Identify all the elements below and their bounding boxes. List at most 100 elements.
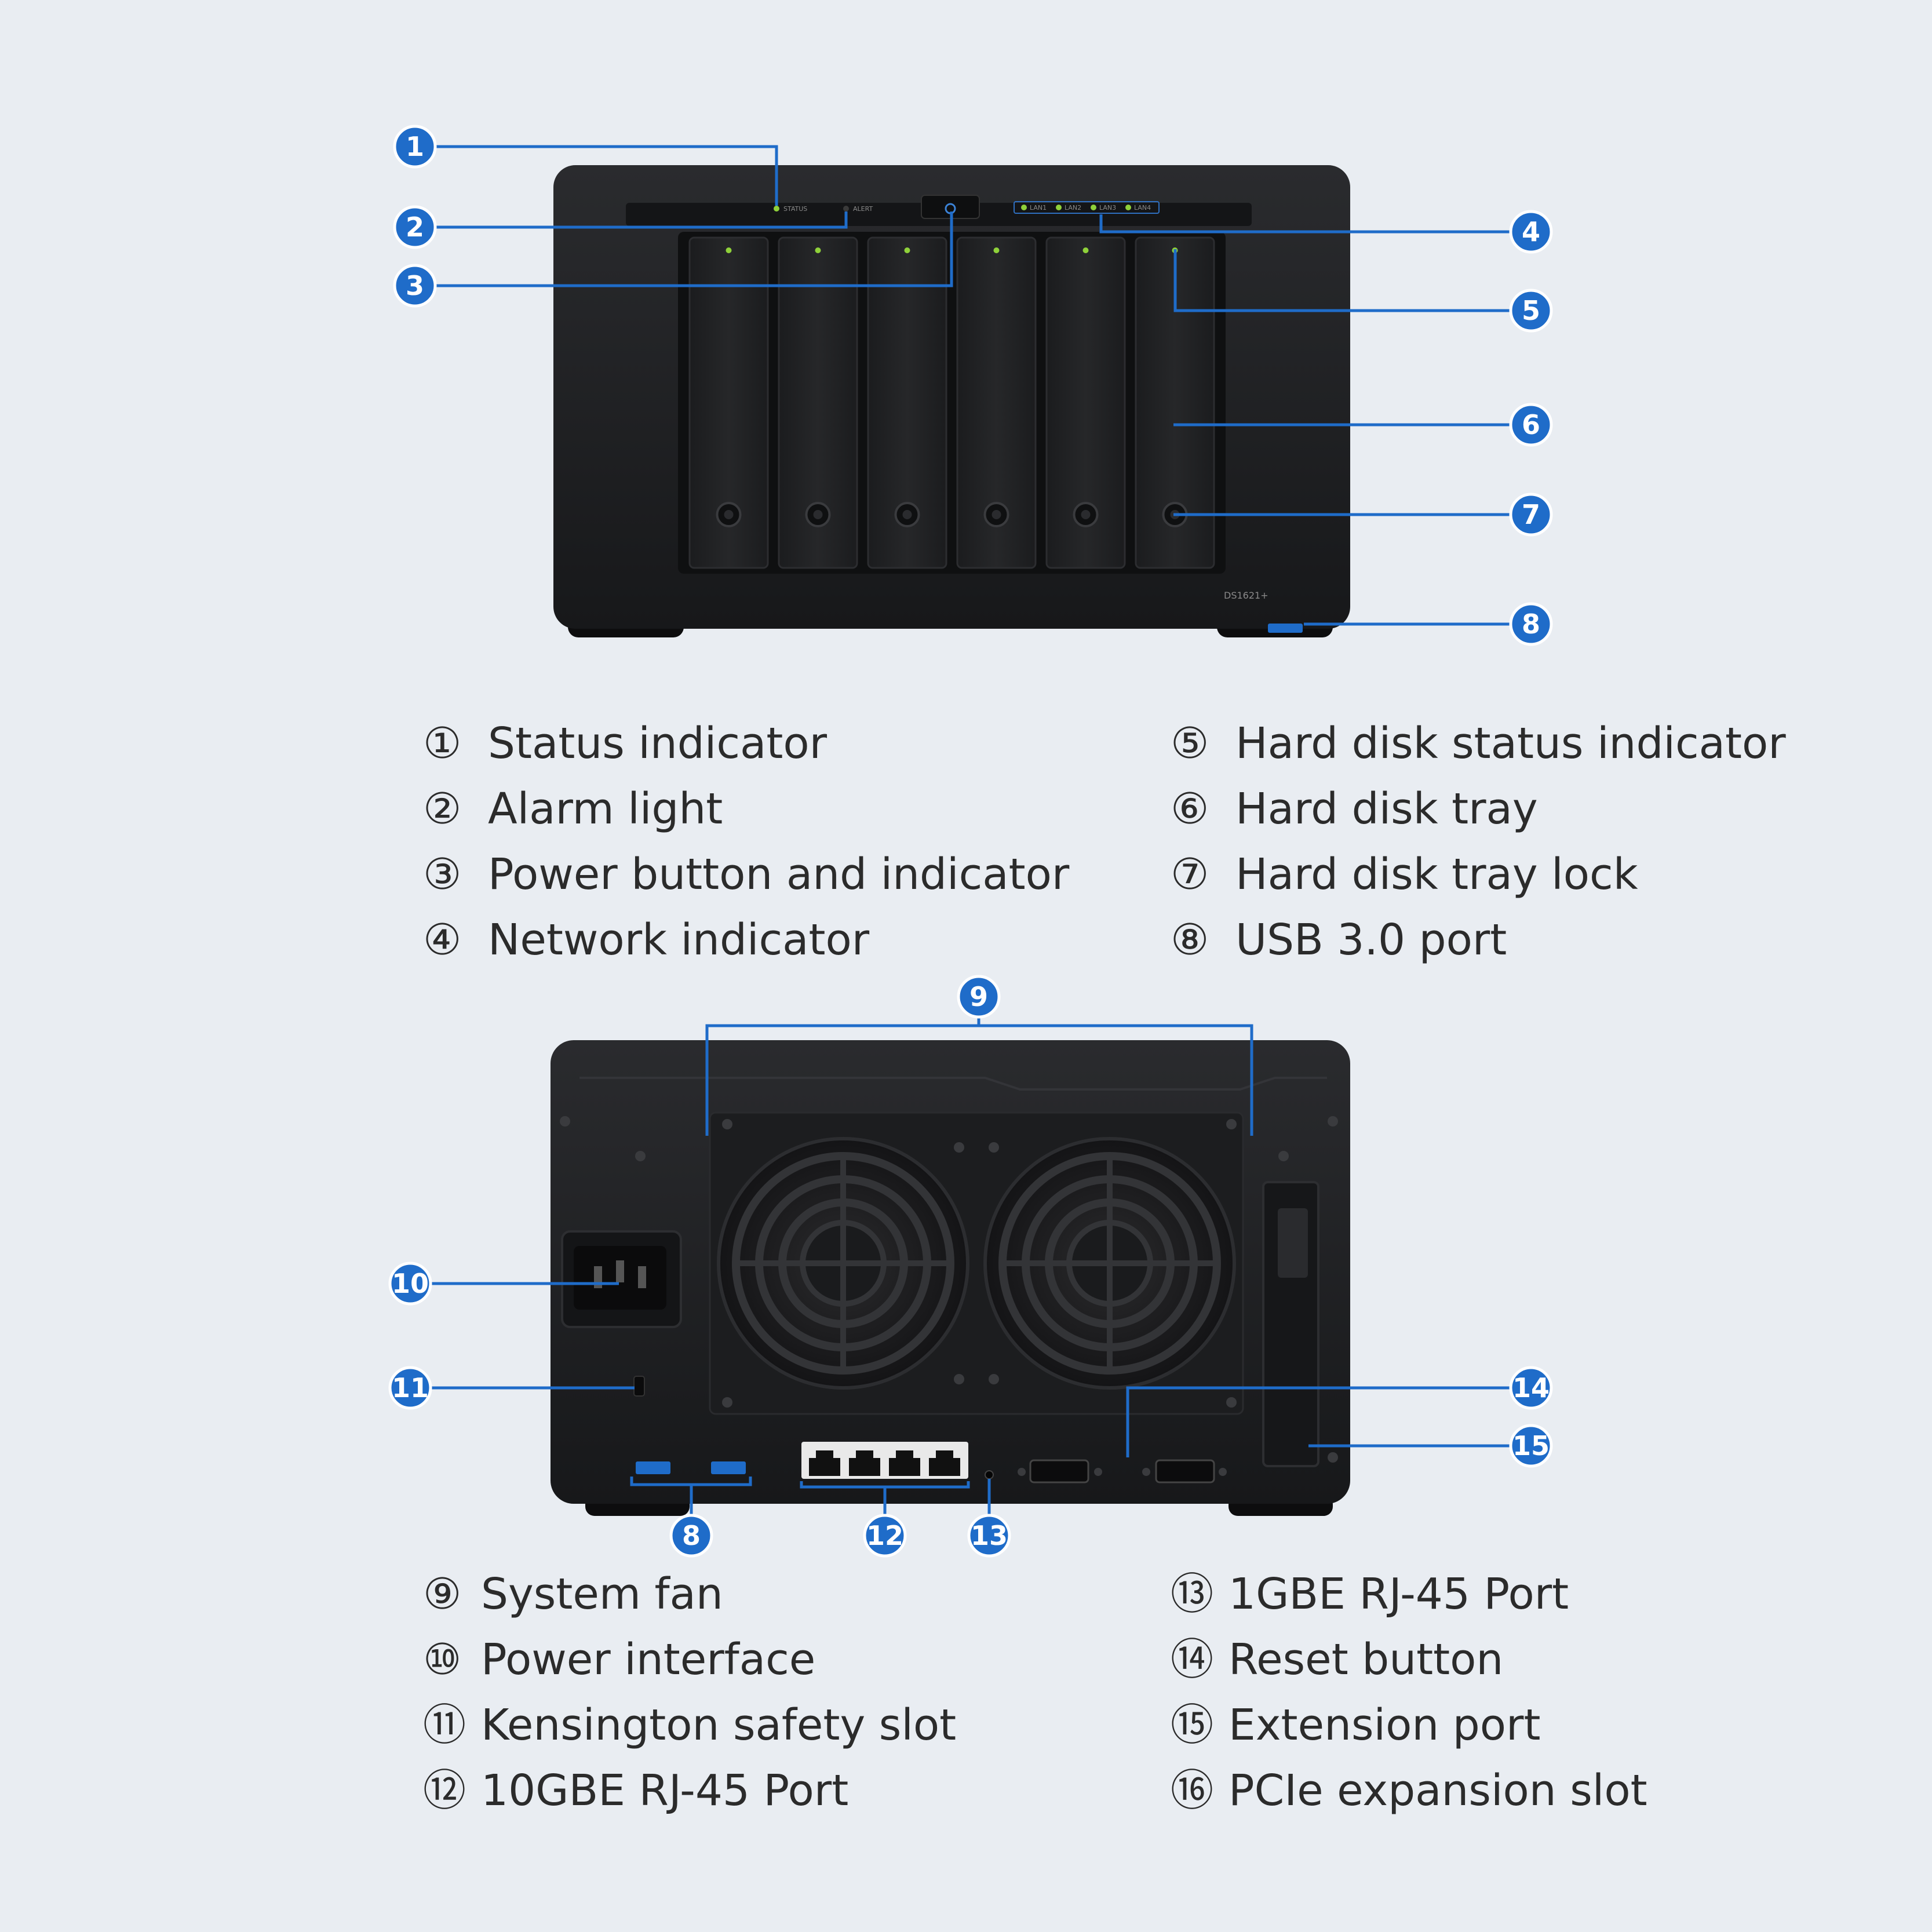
callout-number: 13 [971, 1520, 1008, 1551]
model-label: DS1621+ [1224, 590, 1268, 601]
reset-button[interactable] [985, 1471, 993, 1479]
pcie-latch[interactable] [1278, 1208, 1308, 1278]
callout-number: 10 [392, 1268, 429, 1299]
legend-number: ⑨ [423, 1573, 481, 1616]
keyhole-icon [724, 510, 734, 519]
extension-port-2[interactable] [1156, 1460, 1214, 1482]
legend-label: Reset button [1229, 1638, 1503, 1681]
legend-label: Hard disk status indicator [1235, 722, 1786, 765]
legend-item: ⑨System fan [423, 1561, 956, 1627]
callout-marker-2: 2 [395, 207, 435, 247]
legend-number: ⑪ [423, 1704, 481, 1747]
led-label-lan3: LAN3 [1099, 204, 1116, 212]
callout-number: 4 [1522, 216, 1540, 247]
callout-number: 8 [682, 1520, 701, 1551]
disk-status-led-icon [726, 247, 732, 253]
callout-number: 6 [1522, 409, 1540, 440]
legend-label: Network indicator [488, 918, 869, 961]
disk-status-led-icon [1083, 247, 1089, 253]
callout-marker-7: 7 [1511, 494, 1551, 535]
legend-label: Extension port [1229, 1704, 1541, 1747]
legend-label: 10GBE RJ-45 Port [481, 1769, 848, 1812]
legend-label: Power button and indicator [488, 853, 1069, 896]
nas-rear-view [551, 1040, 1350, 1516]
legend-number: ⑥ [1171, 788, 1235, 830]
lan2-led-icon [1056, 205, 1062, 210]
legend-item: ③Power button and indicator [423, 841, 1069, 907]
power-pin-center [616, 1260, 624, 1282]
legend-number: ⑫ [423, 1769, 481, 1812]
led-label-status: STATUS [783, 205, 807, 213]
legend-label: Status indicator [488, 722, 827, 765]
callout-marker-8: 8 [671, 1515, 712, 1556]
callout-number: 11 [392, 1372, 429, 1404]
callout-number: 9 [969, 981, 988, 1012]
callout-marker-8: 8 [1511, 604, 1551, 644]
legend-item: ⑧USB 3.0 port [1171, 907, 1786, 972]
keyhole-icon [1081, 510, 1091, 519]
callout-marker-6: 6 [1511, 404, 1551, 445]
legend-number: ⑬ [1171, 1573, 1229, 1616]
callout-number: 7 [1522, 499, 1540, 530]
callout-number: 1 [406, 131, 424, 162]
callout-marker-9: 9 [958, 976, 999, 1017]
callout-marker-3: 3 [395, 265, 435, 306]
system-fan-right [985, 1139, 1234, 1388]
led-label-lan2: LAN2 [1065, 204, 1081, 212]
legend-item: ①Status indicator [423, 710, 1069, 776]
status-led-icon [774, 206, 779, 212]
disk-status-led-icon [815, 247, 821, 253]
legend-label: USB 3.0 port [1235, 918, 1507, 961]
legend-label: Power interface [481, 1638, 815, 1681]
keyhole-icon [814, 510, 823, 519]
callout-number: 2 [406, 212, 424, 243]
legend-label: Hard disk tray lock [1235, 853, 1638, 896]
extension-port-1[interactable] [1030, 1460, 1088, 1482]
legend-rear-left: ⑨System fan ⑩Power interface ⑪Kensington… [423, 1561, 956, 1823]
rear-usb-port-2[interactable] [711, 1461, 746, 1474]
disk-status-led-icon [905, 247, 910, 253]
keyhole-icon [992, 510, 1001, 519]
front-usb-port[interactable] [1268, 624, 1303, 633]
disk-status-led-icon [994, 247, 1000, 253]
callout-marker-10: 10 [390, 1263, 431, 1304]
rear-usb-port-1[interactable] [636, 1461, 670, 1474]
alarm-led-icon [843, 206, 849, 212]
legend-label: 1GBE RJ-45 Port [1229, 1573, 1569, 1616]
callout-marker-15: 15 [1511, 1426, 1551, 1466]
callout-number: 8 [1522, 608, 1540, 640]
legend-number: ② [423, 788, 488, 830]
callout-marker-11: 11 [390, 1368, 431, 1408]
lan1-led-icon [1021, 205, 1027, 210]
legend-front-right: ⑤Hard disk status indicator ⑥Hard disk t… [1171, 710, 1786, 972]
legend-number: ① [423, 722, 488, 765]
legend-rear-right: ⑬1GBE RJ-45 Port ⑭Reset button ⑮Extensio… [1171, 1561, 1647, 1823]
power-pin-right [638, 1266, 646, 1288]
keyhole-icon [903, 510, 912, 519]
legend-number: ③ [423, 853, 488, 896]
led-label-alert: ALERT [853, 205, 873, 213]
callout-marker-1: 1 [395, 126, 435, 167]
callout-number: 12 [866, 1520, 903, 1551]
legend-number: ⑯ [1171, 1769, 1229, 1812]
legend-number: ⑦ [1171, 853, 1235, 896]
kensington-slot[interactable] [634, 1376, 644, 1396]
legend-label: PCIe expansion slot [1229, 1769, 1647, 1812]
legend-number: ⑩ [423, 1638, 481, 1681]
legend-label: System fan [481, 1573, 723, 1616]
legend-number: ⑭ [1171, 1638, 1229, 1681]
callout-marker-14: 14 [1511, 1368, 1551, 1408]
callout-number: 14 [1512, 1372, 1550, 1404]
callout-marker-12: 12 [865, 1515, 905, 1556]
callout-number: 3 [406, 270, 424, 301]
callout-marker-4: 4 [1511, 212, 1551, 252]
